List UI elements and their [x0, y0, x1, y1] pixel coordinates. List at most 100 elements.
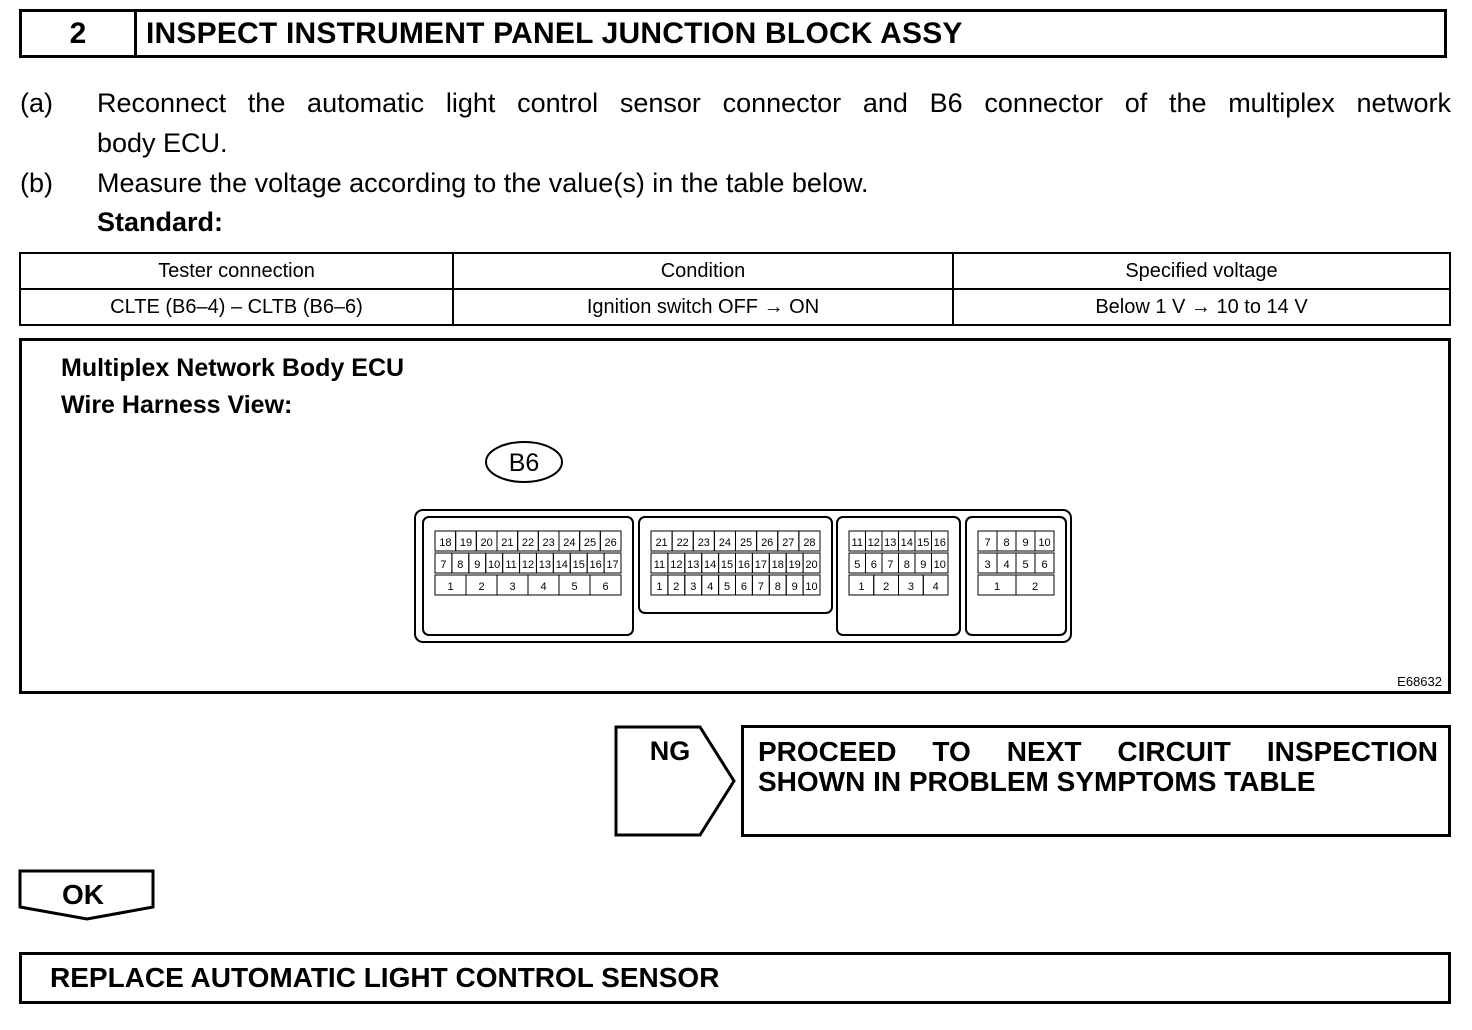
block1-outline	[422, 516, 634, 636]
pin-label: 26	[761, 537, 773, 549]
pin-cell	[931, 530, 949, 552]
standard-label: Standard:	[97, 207, 224, 237]
pin-label: 5	[1022, 559, 1028, 571]
pin-label: 11	[505, 559, 516, 571]
block2-outline	[638, 516, 833, 614]
pin-label: 9	[1022, 537, 1028, 549]
pin-label: 19	[789, 559, 801, 571]
ng-result-box: PROCEED TO NEXT CIRCUIT INSPECTION SHOWN…	[741, 725, 1451, 837]
pin-label: 8	[775, 581, 781, 593]
pin-label: 15	[573, 559, 585, 571]
pin-label: 3	[908, 581, 914, 593]
table-header-cell: Condition	[452, 252, 954, 290]
pin-label: 13	[687, 559, 699, 571]
pin-label: 7	[758, 581, 764, 593]
pin-label: 15	[917, 537, 929, 549]
ok-label: OK	[62, 879, 104, 910]
pin-label: 8	[1003, 537, 1009, 549]
ng-result-line1: PROCEED TO NEXT CIRCUIT INSPECTION	[758, 736, 1438, 767]
pin-label: 27	[782, 537, 794, 549]
pin-label: 11	[852, 537, 863, 549]
pin-label: 24	[719, 537, 731, 549]
pin-label: 5	[854, 559, 860, 571]
pin-label: 2	[1032, 581, 1038, 593]
pin-label: 18	[772, 559, 784, 571]
pin-label: 7	[887, 559, 893, 571]
pin-label: 22	[677, 537, 689, 549]
instruction-b-line1: Measure the voltage according to the val…	[97, 168, 869, 198]
pin-label: 25	[740, 537, 752, 549]
pin-label: 17	[606, 559, 618, 571]
pin-label: 8	[904, 559, 910, 571]
pin-cell	[1015, 574, 1055, 596]
pin-label: 28	[803, 537, 815, 549]
pin-label: 16	[590, 559, 602, 571]
pin-cell	[603, 552, 622, 574]
pin-label: 4	[540, 581, 546, 593]
pin-label: 10	[934, 559, 946, 571]
pin-label: 3	[690, 581, 696, 593]
table-header-row: Tester connection Condition Specified vo…	[19, 252, 1451, 290]
diagram-title: Multiplex Network Body ECU	[61, 354, 405, 382]
pin-label: 6	[1041, 559, 1047, 571]
pin-label: 6	[871, 559, 877, 571]
pin-label: 10	[805, 581, 817, 593]
pin-label: 25	[584, 537, 596, 549]
pin-label: 15	[721, 559, 733, 571]
connector-diagram: Multiplex Network Body ECU Wire Harness …	[19, 338, 1451, 694]
pin-cell	[589, 574, 622, 596]
table-cell: CLTE (B6–4) – CLTB (B6–6)	[19, 288, 454, 326]
pin-label: 4	[707, 581, 713, 593]
step-header: 2 INSPECT INSTRUMENT PANEL JUNCTION BLOC…	[19, 9, 1447, 58]
pin-label: 1	[656, 581, 662, 593]
pin-label: 7	[984, 537, 990, 549]
pin-cell	[1034, 552, 1055, 574]
step-title: INSPECT INSTRUMENT PANEL JUNCTION BLOCK …	[146, 16, 963, 50]
ok-arrow-box: OK	[18, 869, 155, 921]
pin-label: 10	[1038, 537, 1050, 549]
table-header-cell: Tester connection	[19, 252, 454, 290]
pin-label: 21	[655, 537, 667, 549]
pin-label: 17	[755, 559, 767, 571]
pin-label: 1	[447, 581, 453, 593]
pin-cell	[931, 552, 949, 574]
ok-result-box: REPLACE AUTOMATIC LIGHT CONTROL SENSOR	[19, 952, 1451, 1004]
table-row: CLTE (B6–4) – CLTB (B6–6) Ignition switc…	[19, 288, 1451, 326]
pin-label: 6	[741, 581, 747, 593]
pin-label: 9	[792, 581, 798, 593]
pin-label: 16	[738, 559, 750, 571]
instruction-b-label: (b)	[20, 168, 53, 198]
table-cell: Below 1 V → 10 to 14 V	[952, 288, 1451, 326]
pin-label: 8	[457, 559, 463, 571]
pin-label: 19	[460, 537, 472, 549]
pin-label: 6	[602, 581, 608, 593]
pin-label: 1	[994, 581, 1000, 593]
block3-outline	[836, 516, 961, 636]
pin-label: 12	[522, 559, 534, 571]
pin-label: 1	[858, 581, 864, 593]
pin-label: 23	[698, 537, 710, 549]
pin-cell	[1034, 530, 1055, 552]
pin-label: 20	[481, 537, 493, 549]
instruction-a-line1: Reconnect the automatic light control se…	[97, 88, 1451, 118]
ok-result-text: REPLACE AUTOMATIC LIGHT CONTROL SENSOR	[50, 962, 720, 993]
instruction-a-label: (a)	[20, 88, 53, 118]
pin-label: 3	[509, 581, 515, 593]
pin-label: 16	[934, 537, 946, 549]
table-cell: Ignition switch OFF → ON	[452, 288, 954, 326]
pin-label: 23	[543, 537, 555, 549]
pin-label: 2	[478, 581, 484, 593]
pin-label: 3	[984, 559, 990, 571]
pin-cell	[798, 530, 821, 552]
connector-label: B6	[509, 449, 540, 477]
pin-label: 12	[670, 559, 682, 571]
ng-arrow-box: NG	[614, 725, 736, 837]
pin-label: 14	[556, 559, 568, 571]
block4-outline	[965, 516, 1067, 636]
pin-label: 2	[883, 581, 889, 593]
diagram-subtitle: Wire Harness View:	[61, 391, 293, 419]
pin-label: 13	[539, 559, 551, 571]
pin-label: 21	[501, 537, 513, 549]
